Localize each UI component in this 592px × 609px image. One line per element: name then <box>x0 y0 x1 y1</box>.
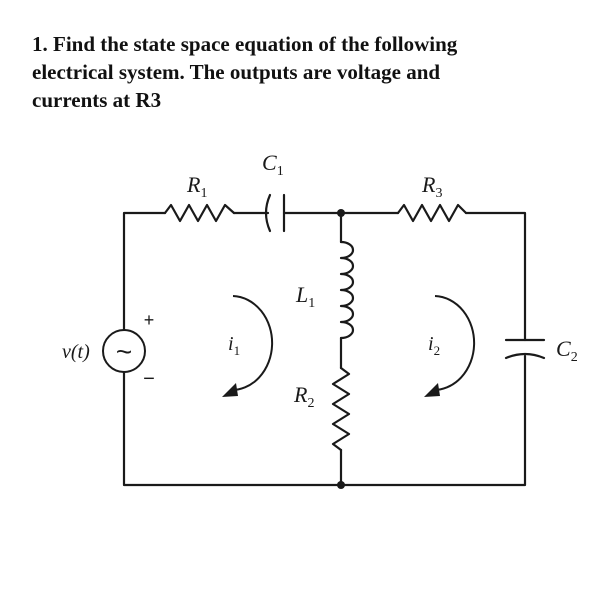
resistor-r1-symbol <box>163 203 236 223</box>
label-l1: L1 <box>295 282 315 311</box>
node-bottom <box>337 481 345 489</box>
label-c2: C2 <box>556 336 578 365</box>
capacitor-c2-curved-plate <box>504 352 546 360</box>
capacitor-c1-curved-plate <box>264 193 272 233</box>
loop-current-i2-arc <box>431 295 476 392</box>
circuit-wires <box>122 211 527 487</box>
loop-current-i1-arrowhead <box>222 383 238 397</box>
question-text: 1. Find the state space equation of the … <box>32 30 562 114</box>
source-plus-sign: + <box>144 310 155 330</box>
resistor-r2-symbol <box>331 366 351 452</box>
question-line-2: electrical system. The outputs are volta… <box>32 60 441 84</box>
label-r1: R1 <box>186 172 207 201</box>
voltage-source-circle <box>102 329 146 373</box>
node-top <box>337 209 345 217</box>
label-r3: R3 <box>421 172 442 201</box>
loop-current-i2-arrowhead <box>424 383 440 397</box>
source-minus-sign: − <box>143 368 155 390</box>
label-r2: R2 <box>293 382 314 411</box>
label-source: v(t) <box>62 341 90 363</box>
question-line-3: currents at R3 <box>32 88 162 112</box>
wire-bottom <box>122 354 527 487</box>
resistor-r3-symbol <box>396 203 468 223</box>
wire-left-top <box>122 211 167 332</box>
question-line-1: 1. Find the state space equation of the … <box>32 32 458 56</box>
inductor-l1-symbol <box>339 240 355 340</box>
label-i1: i1 <box>228 333 240 358</box>
loop-current-i1-arc <box>229 295 274 392</box>
label-c1: C1 <box>262 150 284 179</box>
ac-source-icon: ~ <box>116 336 132 367</box>
wire-right-top <box>464 211 527 342</box>
label-i2: i2 <box>428 333 440 358</box>
